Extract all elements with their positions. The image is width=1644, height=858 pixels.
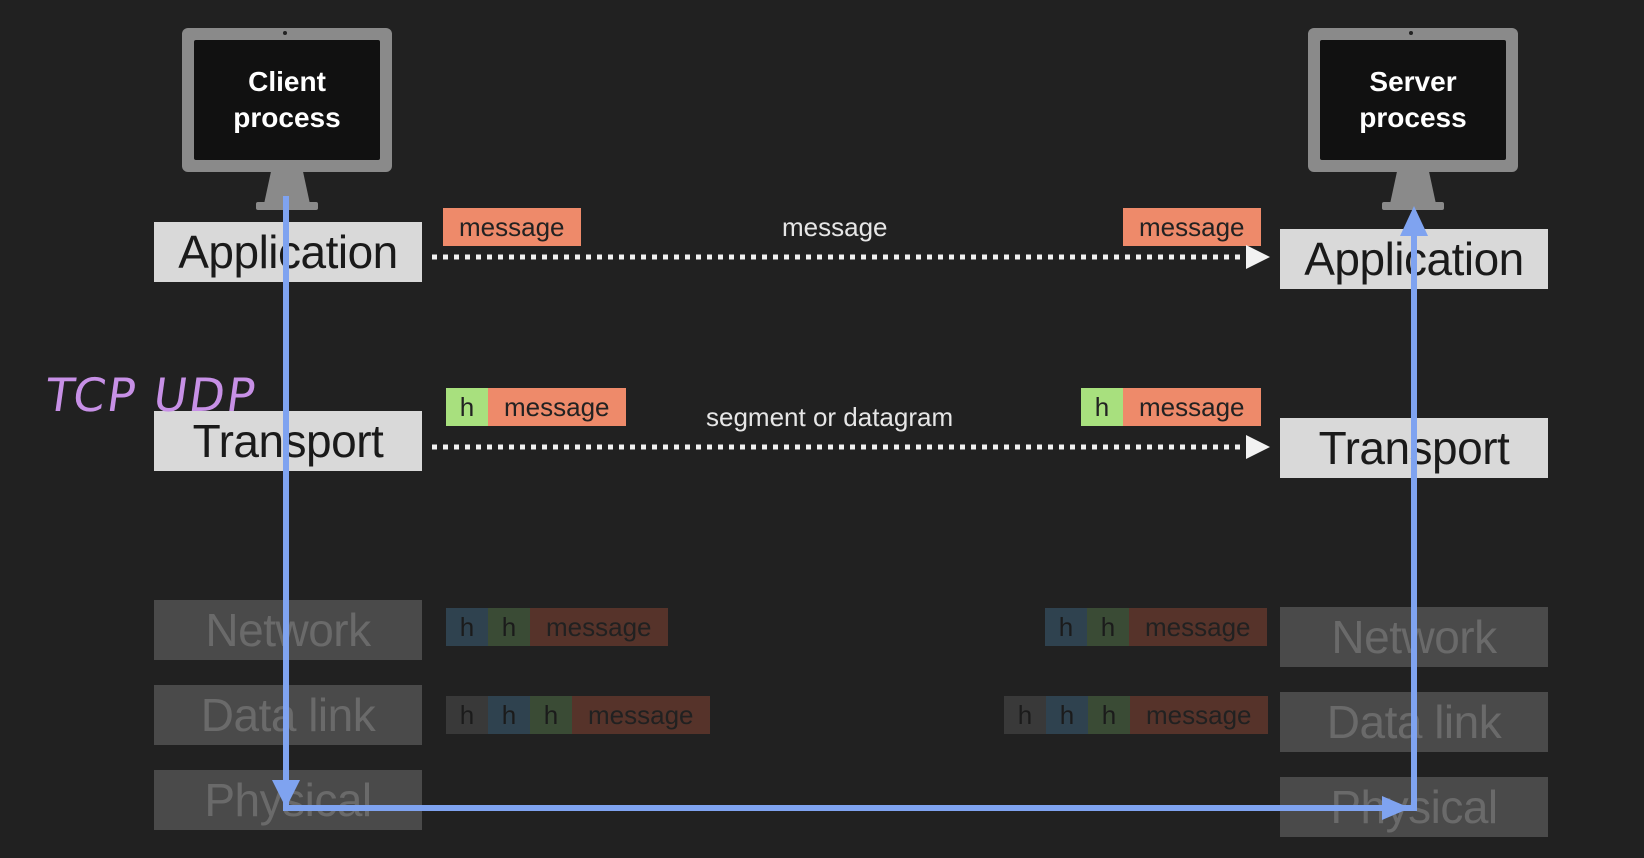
- message-box: message: [1123, 388, 1261, 426]
- app-right-message-block: message: [1123, 208, 1261, 246]
- message-box: message: [572, 696, 710, 734]
- transport-left-segment-block: h message: [446, 388, 626, 426]
- header-box: h: [1088, 696, 1130, 734]
- datalink-left-frame-block: h h h message: [446, 696, 710, 734]
- app-dotted-arrowhead: [1246, 245, 1270, 269]
- message-box: message: [1123, 208, 1261, 246]
- header-box: h: [446, 608, 488, 646]
- right-arrowhead: [1382, 796, 1410, 820]
- client-camera-dot: [283, 31, 287, 35]
- app-left-message-block: message: [443, 208, 581, 246]
- server-monitor: Server process: [1308, 28, 1518, 228]
- client-process-label: Client process: [194, 40, 380, 160]
- header-box: h: [1081, 388, 1123, 426]
- header-box: h: [446, 696, 488, 734]
- server-screen: Server process: [1308, 28, 1518, 172]
- message-box: message: [1129, 608, 1267, 646]
- header-box: h: [446, 388, 488, 426]
- network-left-datagram-block: h h message: [446, 608, 668, 646]
- header-box: h: [488, 696, 530, 734]
- header-box: h: [1087, 608, 1129, 646]
- transport-center-label: segment or datagram: [706, 402, 954, 432]
- server-monitor-foot: [1382, 202, 1444, 210]
- transport-dotted-arrowhead: [1246, 435, 1270, 459]
- app-center-label: message: [782, 212, 888, 242]
- message-box: message: [530, 608, 668, 646]
- server-process-label: Server process: [1320, 40, 1506, 160]
- datalink-right-frame-block: h h h message: [1004, 696, 1268, 734]
- down-arrowhead: [272, 780, 300, 808]
- header-box: h: [488, 608, 530, 646]
- server-camera-dot: [1409, 31, 1413, 35]
- header-box: h: [1046, 696, 1088, 734]
- message-box: message: [443, 208, 581, 246]
- client-screen: Client process: [182, 28, 392, 172]
- server-monitor-stand: [1390, 172, 1436, 204]
- transport-right-segment-block: h message: [1081, 388, 1261, 426]
- message-box: message: [1130, 696, 1268, 734]
- data-flow-path: [283, 196, 1417, 811]
- message-box: message: [488, 388, 626, 426]
- header-box: h: [1004, 696, 1046, 734]
- network-right-datagram-block: h h message: [1045, 608, 1267, 646]
- header-box: h: [530, 696, 572, 734]
- client-monitor: Client process: [182, 28, 392, 228]
- up-arrowhead: [1400, 206, 1428, 236]
- header-box: h: [1045, 608, 1087, 646]
